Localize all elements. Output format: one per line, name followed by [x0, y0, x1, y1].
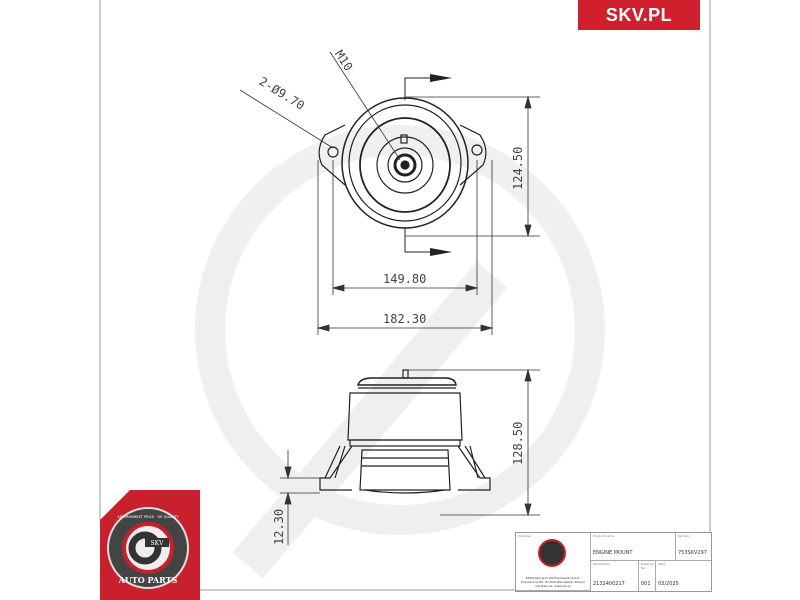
mount-hole-left: [327, 146, 339, 158]
top-view: [318, 74, 487, 256]
importer-text: ESEN Wojciech Wichlaczewski S.K.A. Poprz…: [521, 576, 585, 588]
skv-auto-parts-logo: SKV AUTO PARTS AFTERMARKET PRICE · OE QU…: [100, 490, 200, 600]
oe-number: 2132400217: [593, 581, 625, 587]
date-cell: Date 03/2025: [656, 561, 711, 591]
svg-text:AFTERMARKET PRICE · OE QUALITY: AFTERMARKET PRICE · OE QUALITY: [117, 515, 179, 519]
symbol-cell: Symbol 753SKV297: [676, 533, 711, 561]
height-dimension: 124.50: [511, 147, 525, 190]
product-name-label: Product name: [593, 534, 614, 538]
importer-logo: [538, 539, 566, 567]
top-view-dimensions: [239, 51, 540, 335]
overall-width-dimension: 182.30: [383, 312, 426, 326]
importer-label: Importer: [518, 534, 532, 538]
watermark: [195, 125, 605, 579]
product-name-cell: Product name ENGINE MOUNT: [591, 533, 676, 561]
symbol-label: Symbol: [678, 534, 690, 538]
drawing-no-cell: Drawing No. 001: [639, 561, 656, 591]
svg-text:AUTO PARTS: AUTO PARTS: [118, 575, 178, 585]
hole-spacing-dimension: 149.80: [383, 272, 426, 286]
mount-hole-right: [471, 144, 483, 156]
side-view: [319, 369, 491, 494]
thread-callout: M10: [332, 48, 356, 74]
drawing-no: 001: [641, 581, 651, 587]
oe-number-cell: OE Number 2132400217: [591, 561, 639, 591]
symbol: 753SKV297: [678, 550, 707, 556]
brand-tag[interactable]: SKV.PL: [578, 0, 700, 30]
product-name: ENGINE MOUNT: [593, 550, 633, 556]
flange-thickness-dimension: 12.30: [272, 509, 286, 545]
hole-callout: 2-Ø9.70: [257, 74, 307, 113]
oe-number-label: OE Number: [593, 562, 611, 566]
svg-text:SKV: SKV: [151, 540, 165, 547]
overall-height-dimension: 128.50: [511, 422, 525, 465]
drawing-no-label: Drawing No.: [641, 562, 654, 570]
side-view-dimensions: [280, 368, 540, 545]
date: 03/2025: [658, 581, 679, 587]
date-label: Date: [658, 562, 666, 566]
importer-cell: Importer ESEN Wojciech Wichlaczewski S.K…: [516, 533, 591, 591]
title-block: Importer ESEN Wojciech Wichlaczewski S.K…: [515, 532, 712, 592]
